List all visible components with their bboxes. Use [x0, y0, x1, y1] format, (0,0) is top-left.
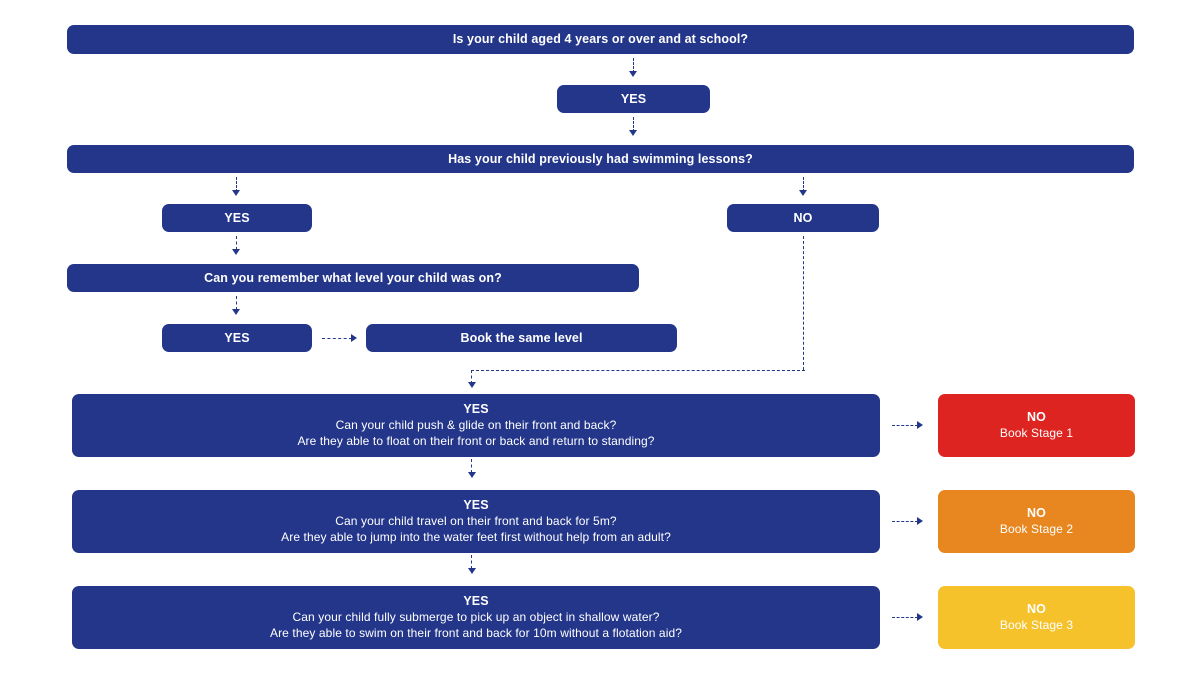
arrowhead-yes-to-remember [232, 249, 240, 255]
outcome-stage3-no-title: NO [1027, 602, 1046, 617]
arrowhead-yes-to-book-same [351, 334, 357, 342]
outcome-book-same-level-box[interactable]: Book the same level [366, 324, 677, 352]
connector-stage1-to-stage2 [471, 459, 472, 473]
arrowhead-previous-to-yes [232, 190, 240, 196]
arrowhead-stage1-to-stage2 [468, 472, 476, 478]
question-remember-level-text: Can you remember what level your child w… [204, 270, 502, 285]
answer-previous-yes-label: YES [224, 210, 250, 225]
answer-previous-no-label: NO [793, 210, 813, 225]
answer-remember-yes-box[interactable]: YES [162, 324, 312, 352]
question-stage3-title: YES [463, 593, 489, 608]
outcome-stage2-no-title: NO [1027, 506, 1046, 521]
question-stage3-line2: Are they able to swim on their front and… [269, 626, 683, 641]
connector-no-down-to-stage1 [471, 370, 472, 384]
arrowhead-stage2-to-stage3 [468, 568, 476, 574]
question-stage3-box[interactable]: YES Can your child fully submerge to pic… [72, 586, 880, 649]
connector-stage2-to-no [892, 521, 918, 522]
outcome-stage1-no-title: NO [1027, 410, 1046, 425]
connector-stage1-to-no [892, 425, 918, 426]
arrowhead-age-to-yes [629, 71, 637, 77]
question-age-box[interactable]: Is your child aged 4 years or over and a… [67, 25, 1134, 54]
answer-previous-no-box[interactable]: NO [727, 204, 879, 232]
arrowhead-no-to-stage1 [468, 382, 476, 388]
connector-no-vertical [803, 236, 804, 370]
connector-stage2-to-stage3 [471, 555, 472, 569]
connector-yes-to-book-same [322, 338, 352, 339]
question-age-text: Is your child aged 4 years or over and a… [452, 32, 749, 47]
question-stage2-line2: Are they able to jump into the water fee… [281, 530, 671, 545]
outcome-stage3-no-box[interactable]: NO Book Stage 3 [938, 586, 1135, 649]
answer-remember-yes-label: YES [224, 330, 250, 345]
arrowhead-stage3-to-no [917, 613, 923, 621]
connector-stage3-to-no [892, 617, 918, 618]
answer-previous-yes-box[interactable]: YES [162, 204, 312, 232]
arrowhead-yes-to-previous [629, 130, 637, 136]
connector-previous-to-no [803, 177, 804, 192]
question-stage1-line1: Can your child push & glide on their fro… [335, 418, 617, 433]
connector-age-to-yes [633, 58, 634, 73]
question-stage2-box[interactable]: YES Can your child travel on their front… [72, 490, 880, 553]
question-remember-level-box[interactable]: Can you remember what level your child w… [67, 264, 639, 292]
arrowhead-previous-to-no [799, 190, 807, 196]
connector-yes-to-previous [633, 117, 634, 132]
outcome-stage2-no-label: Book Stage 2 [999, 521, 1074, 536]
outcome-book-same-level-label: Book the same level [460, 330, 583, 345]
question-stage3-line1: Can your child fully submerge to pick up… [292, 610, 660, 625]
arrowhead-stage2-to-no [917, 517, 923, 525]
outcome-stage2-no-box[interactable]: NO Book Stage 2 [938, 490, 1135, 553]
question-stage2-title: YES [463, 497, 489, 512]
question-stage1-line2: Are they able to float on their front or… [297, 434, 655, 449]
answer-age-yes-box[interactable]: YES [557, 85, 710, 113]
outcome-stage3-no-label: Book Stage 3 [999, 617, 1074, 632]
connector-remember-to-yes [236, 296, 237, 310]
outcome-stage1-no-label: Book Stage 1 [999, 425, 1074, 440]
answer-age-yes-label: YES [620, 91, 647, 106]
arrowhead-stage1-to-no [917, 421, 923, 429]
outcome-stage1-no-box[interactable]: NO Book Stage 1 [938, 394, 1135, 457]
question-stage2-line1: Can your child travel on their front and… [335, 514, 617, 529]
arrowhead-remember-to-yes [232, 309, 240, 315]
connector-previous-to-yes [236, 177, 237, 192]
question-stage1-box[interactable]: YES Can your child push & glide on their… [72, 394, 880, 457]
question-previous-lessons-text: Has your child previously had swimming l… [448, 151, 753, 166]
question-stage1-title: YES [463, 401, 489, 416]
connector-no-horizontal [471, 370, 805, 371]
question-previous-lessons-box[interactable]: Has your child previously had swimming l… [67, 145, 1134, 173]
connector-yes-to-remember [236, 236, 237, 250]
